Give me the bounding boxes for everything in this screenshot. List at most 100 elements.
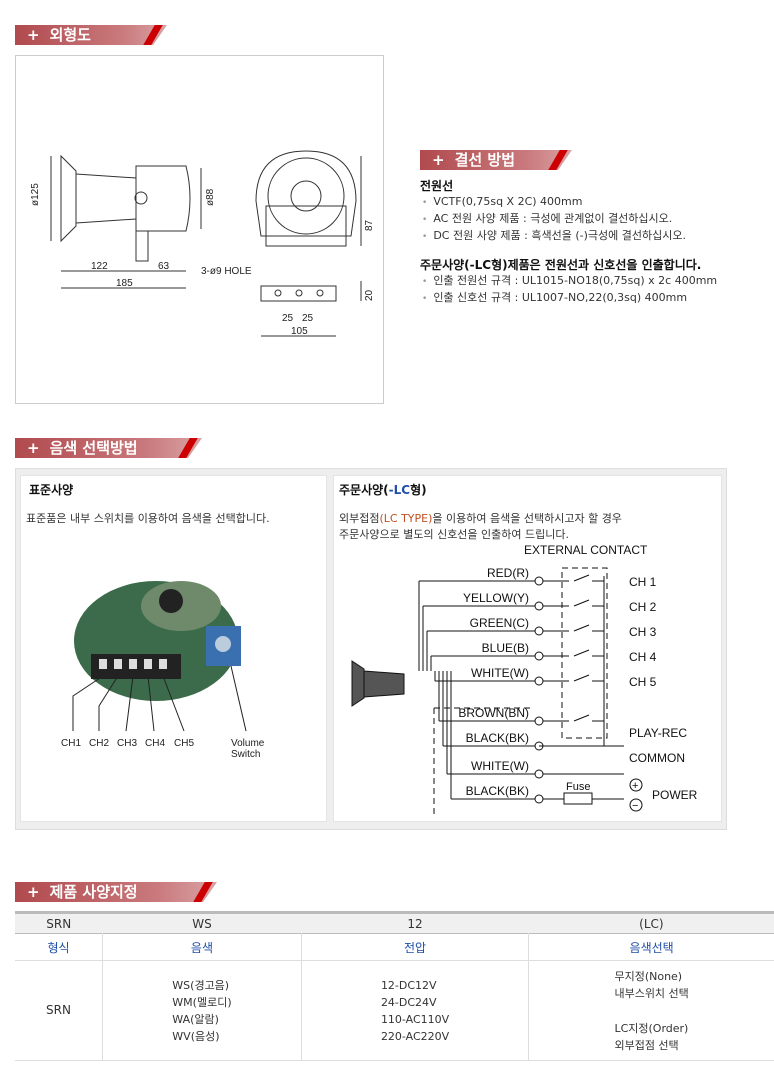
terminal (534, 601, 544, 611)
power-title: 전원선 (420, 179, 454, 193)
lc-desc-part: 을 이용하여 음색을 선택하시고자 할 경우 (432, 512, 622, 525)
device-boundary (433, 707, 534, 816)
outline-drawing: ø125 ø88 122 63 185 3-ø9 HOLE 87 20 25 2… (15, 55, 384, 404)
wiring-info: 전원선 VCTF(0,75sq X 2C) 400mmAC 전원 사양 제품 :… (420, 178, 774, 307)
section-header-tone: +음색 선택방법 (15, 438, 202, 458)
pcb-label: Switch (231, 749, 260, 760)
plus-terminal (629, 778, 643, 792)
channel-label: CH 4 (629, 650, 657, 664)
terminal (534, 626, 544, 636)
label-cell: 음색선택 (528, 933, 774, 961)
terminal (534, 676, 544, 686)
external-contact-label: EXTERNAL CONTACT (524, 543, 648, 557)
pcb-label: Volume (231, 738, 265, 749)
lc-title: 주문사양(-LC형)제품은 전원선과 신호선을 인출합니다. (420, 258, 702, 272)
switch-contact (573, 674, 590, 682)
channel-label: CH 1 (629, 575, 657, 589)
pcb-photo: CH1 CH2 CH3 CH4 CH5 Volume Switch (61, 581, 265, 760)
list-item: VCTF(0,75sq X 2C) 400mm (432, 194, 774, 211)
select-option: 내부스위치 선택 (614, 986, 689, 1000)
minus-label: − (632, 800, 638, 812)
tone-option: WM(멜로디) (172, 995, 232, 1009)
lc-title-part: -LC (388, 483, 411, 497)
section-title: 외형도 (49, 26, 91, 44)
label-cell: 전압 (300, 933, 529, 961)
contact-box (561, 567, 608, 739)
terminal (534, 716, 544, 726)
section-title: 결선 방법 (454, 151, 516, 169)
label-cell: 음색 (102, 933, 302, 961)
lc-spec-box: 주문사양(-LC형) 외부접점(LC TYPE)을 이용하여 음색을 선택하시고… (333, 475, 722, 822)
std-title: 표준사양 (29, 483, 74, 497)
channel-label: CH 3 (629, 625, 657, 639)
voltage-option: 110-AC110V (380, 1012, 450, 1026)
wire-label: WHITE(W) (471, 759, 529, 773)
section-title: 제품 사양지정 (49, 883, 138, 901)
dim-label: 20 (364, 289, 375, 301)
tone-option: WS(경고음) (172, 978, 230, 992)
playrec-label: PLAY-REC (629, 726, 687, 740)
wire-label: BLACK(BK) (466, 784, 529, 798)
plus-label: + (632, 780, 638, 792)
lc-title-part: 형) (410, 483, 427, 497)
wire-label: GREEN(C) (470, 616, 529, 630)
tones-cell: WS(경고음) WM(멜로디) WA(알람) WV(음성) (102, 960, 302, 1061)
switch-contact (573, 714, 590, 722)
pcb-label: CH3 (117, 738, 137, 749)
lc-desc-part: (LC TYPE) (379, 512, 433, 525)
dim-label: 185 (116, 278, 133, 289)
terminal (534, 651, 544, 661)
terminal (534, 769, 544, 779)
tone-option: WA(알람) (172, 1012, 219, 1026)
dim-label: 87 (364, 219, 375, 231)
fuse-label: Fuse (566, 781, 590, 793)
list-item: AC 전원 사양 제품 : 극성에 관계없이 결선하십시오. (432, 211, 774, 228)
lc-title: 주문사양(-LC형) (339, 482, 427, 498)
dim-label: 122 (91, 261, 108, 272)
lc-desc-part: 외부접점 (339, 512, 380, 525)
wire-label: BLACK(BK) (466, 731, 529, 745)
dim-label: 105 (291, 326, 308, 337)
power-label: POWER (652, 788, 698, 802)
select-option: 무지정(None) (614, 969, 683, 983)
wire-label: BROWN(BN) (458, 706, 529, 720)
horn-front-view (255, 150, 362, 337)
horn-icon (351, 660, 405, 707)
list-item: 인출 신호선 규격 : UL1007-NO,22(0,3sq) 400mm (432, 290, 774, 307)
wire-label: YELLOW(Y) (463, 591, 529, 605)
pcb-label: CH5 (174, 738, 194, 749)
switch-contact (573, 599, 590, 607)
code-cell: SRN (46, 916, 72, 931)
voltage-option: 12-DC12V (380, 978, 437, 992)
terminal (534, 794, 544, 804)
common-label: COMMON (629, 751, 685, 765)
minus-terminal (629, 798, 643, 812)
pcb-label: CH2 (89, 738, 109, 749)
label-cell: 형식 (47, 940, 70, 955)
dim-label: 25 (282, 313, 294, 324)
dim-label: 63 (158, 261, 170, 272)
voltage-option: 24-DC24V (380, 995, 437, 1009)
dim-label: ø88 (205, 188, 216, 206)
lc-desc-part: 주문사양으로 별도의 신호선을 인출하여 드립니다. (339, 528, 570, 541)
select-option: LC지정(Order) (614, 1021, 689, 1035)
section-header-outline: +외형도 (15, 25, 167, 45)
switch-contact (573, 574, 590, 582)
section-header-spec: +제품 사양지정 (15, 882, 217, 902)
tone-option: WV(음성) (172, 1029, 220, 1043)
channel-label: CH 5 (629, 675, 657, 689)
section-header-wiring: +결선 방법 (420, 150, 572, 170)
std-desc: 표준품은 내부 스위치를 이용하여 음색을 선택합니다. (26, 512, 270, 525)
list-item: DC 전원 사양 제품 : 흑색선을 (-)극성에 결선하십시오. (432, 228, 774, 245)
fuse-icon (563, 792, 593, 805)
wire-label: WHITE(W) (471, 666, 529, 680)
code-cell: WS (192, 916, 212, 931)
